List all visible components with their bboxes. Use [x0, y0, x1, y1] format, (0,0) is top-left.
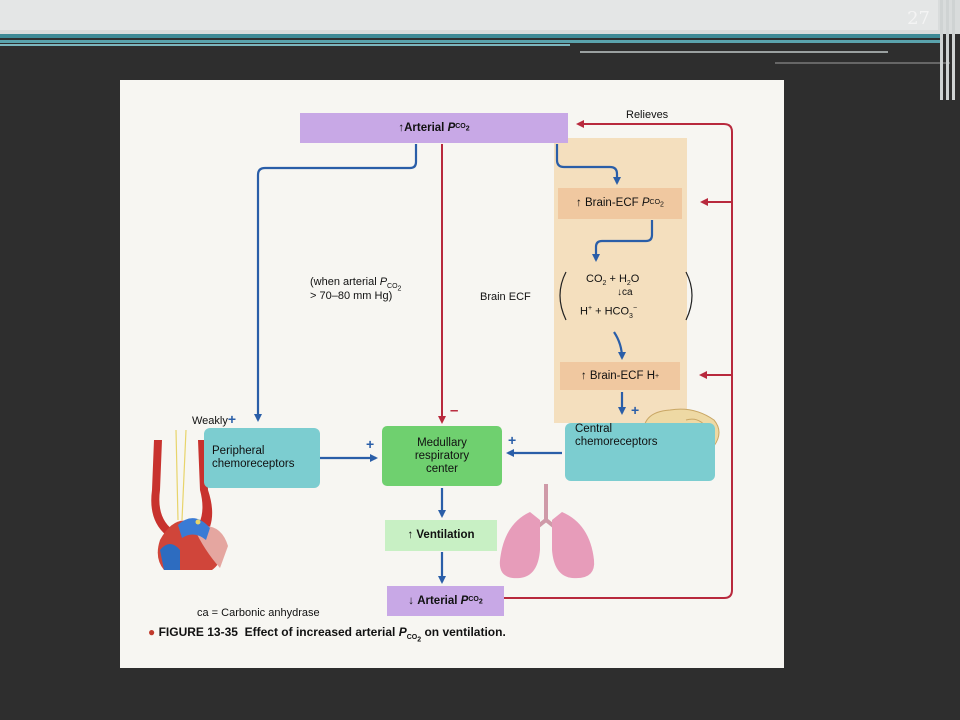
medullary-line3: center	[426, 462, 458, 475]
medullary-line1: Medullary	[417, 436, 467, 449]
hco3-superscript: −	[632, 305, 638, 312]
reaction-top-line: CO2 + H2O	[586, 273, 639, 290]
header-accent-line	[0, 34, 940, 38]
increase-arrow-icon: ↑	[580, 369, 587, 382]
increase-arrow-icon: ↑	[407, 529, 414, 541]
co-subscript: CO	[406, 634, 418, 642]
reaction-right-paren	[685, 271, 693, 321]
plus-sign-left-medullary: +	[366, 436, 375, 452]
slide-header-highlight	[0, 0, 938, 30]
p-symbol: P	[641, 197, 650, 209]
co2-text: CO	[586, 273, 603, 285]
medullary-respiratory-center-box: Medullary respiratory center	[382, 426, 502, 486]
arrow-arterial-to-peripheral	[254, 144, 418, 422]
two-subscript: 2	[465, 125, 470, 133]
h-text: H	[580, 305, 588, 318]
decrease-arrow-icon: ↓	[408, 594, 414, 607]
threshold-note-line1: (when arterial PCO2	[310, 276, 401, 296]
when-text: (when arterial	[310, 276, 380, 288]
header-rule	[580, 51, 888, 53]
o-text: O	[630, 273, 640, 285]
p-symbol: P	[398, 625, 407, 639]
central-line2: chemoreceptors	[575, 436, 658, 448]
weakly-label: Weakly+	[192, 411, 237, 428]
threshold-note-line2: > 70–80 mm Hg)	[310, 290, 393, 302]
weakly-text: Weakly	[192, 415, 228, 427]
caption-end-text: on ventilation.	[421, 625, 506, 639]
reaction-left-paren	[559, 271, 567, 321]
co-subscript: CO	[455, 123, 466, 131]
caption-bullet-icon: ●	[148, 625, 156, 639]
relieves-label: Relieves	[626, 109, 669, 121]
two-subscript: 2	[478, 598, 483, 606]
peripheral-line1: Peripheral	[212, 445, 265, 457]
h-superscript: +	[587, 305, 593, 312]
slide-page-number: 27	[907, 8, 930, 29]
corner-vertical-bar	[940, 0, 943, 100]
p-symbol: P	[379, 276, 388, 288]
carbonic-anhydrase-arrow: ↓ca	[617, 287, 633, 298]
arterial-label: Arterial	[417, 594, 458, 607]
co-subscript: CO	[387, 283, 398, 291]
brain-ecf-h-box: ↑ Brain-ECF H+	[560, 362, 680, 390]
arrow-pco2-to-reaction	[592, 220, 654, 262]
plus-sign-right-medullary: +	[508, 432, 517, 448]
peripheral-chemoreceptors-box: Peripheral chemoreceptors	[204, 428, 320, 488]
header-accent-line-2	[0, 40, 940, 43]
co2-subscript: 2	[602, 280, 607, 288]
figure-number: FIGURE 13-35	[158, 625, 238, 639]
h2o-subscript: 2	[626, 280, 631, 288]
caption-text: Effect of increased arterial	[244, 625, 399, 639]
p-symbol: P	[447, 121, 456, 134]
arterial-label: Arterial	[404, 121, 445, 134]
reaction-bottom-line: H+ + HCO3−	[580, 302, 637, 323]
arrow-layer	[151, 120, 733, 599]
arrow-reaction-to-h	[613, 331, 626, 360]
brain-ecf-h-label: Brain-ECF H	[589, 369, 656, 382]
co-subscript: CO	[649, 198, 661, 206]
header-accent-line-3	[0, 44, 570, 46]
co-subscript: CO	[468, 596, 479, 604]
corner-vertical-bar-3	[952, 0, 955, 100]
figure-caption: ● FIGURE 13-35 Effect of increased arter…	[148, 626, 506, 647]
peripheral-line2: chemoreceptors	[212, 458, 295, 470]
two-subscript: 2	[660, 201, 664, 209]
increase-arrow-icon: ↑	[398, 121, 405, 134]
ventilation-label: Ventilation	[416, 529, 475, 541]
brain-ecf-side-label: Brain ECF	[480, 291, 531, 303]
plus-hco-text: + HCO	[592, 305, 630, 318]
increase-arrow-icon: ↑	[576, 197, 582, 209]
h-superscript: +	[655, 372, 660, 380]
arrow-feedback-relieves	[504, 120, 733, 599]
plus-sign-peripheral: +	[227, 411, 237, 427]
p-symbol: P	[460, 594, 469, 607]
ventilation-box: ↑ Ventilation	[385, 520, 497, 551]
header-rule-2	[775, 62, 950, 64]
plus-sign-central: +	[631, 402, 640, 418]
plus-h-text: + H	[606, 273, 627, 285]
central-line1: Central	[575, 423, 613, 435]
arrow-arterial-to-brain-ecf	[555, 144, 621, 185]
two-subscript: 2	[417, 636, 422, 644]
hco3-subscript: 3	[629, 312, 633, 320]
carbonic-anhydrase-legend: ca = Carbonic anhydrase	[197, 607, 320, 619]
brain-ecf-label: Brain-ECF	[584, 197, 639, 209]
corner-vertical-bar-2	[946, 0, 949, 100]
central-chemoreceptors-box: Central chemoreceptors	[565, 423, 715, 481]
lungs-illustration	[499, 484, 595, 579]
two-subscript: 2	[397, 285, 402, 293]
medullary-line2: respiratory	[414, 449, 470, 462]
carotid-artery-illustration	[151, 429, 228, 570]
minus-sign-medullary: –	[450, 402, 459, 419]
